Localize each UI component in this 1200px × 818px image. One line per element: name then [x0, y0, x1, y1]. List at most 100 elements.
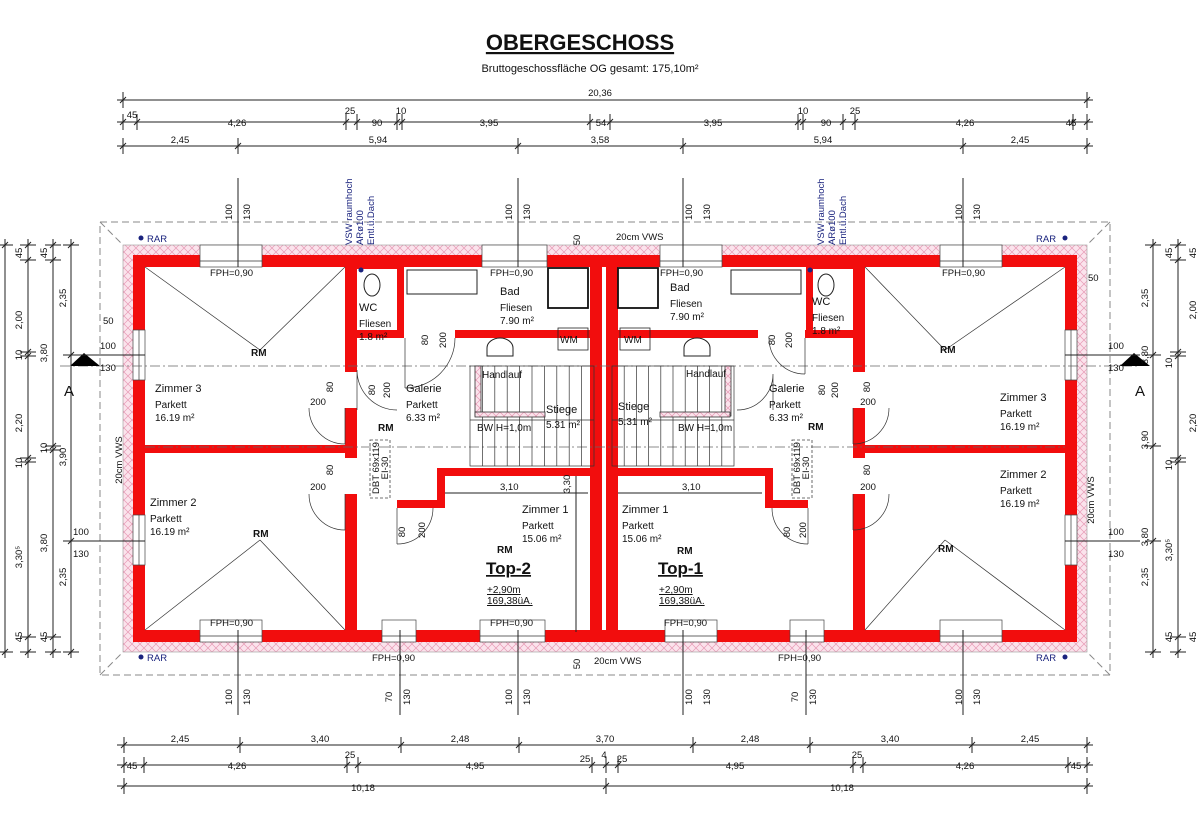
- dim-tick: [354, 761, 362, 769]
- dim-tick: [1149, 537, 1157, 545]
- room-area: 7.90 m²: [500, 316, 535, 327]
- fph-label: FPH=0,90: [490, 618, 533, 629]
- door-label: 200: [310, 397, 326, 408]
- dim-label: 25: [345, 106, 356, 117]
- room-area: 5.31 m²: [618, 417, 653, 428]
- opening-label: 50: [572, 659, 583, 670]
- dim-tick: [133, 118, 141, 126]
- railing-label: BW H=1,0m: [678, 423, 732, 434]
- dim-label: 2,45: [1021, 734, 1040, 745]
- rain-outlet-icon: [1062, 654, 1068, 660]
- dim-label: 90: [821, 118, 832, 129]
- dim-tick: [49, 446, 57, 454]
- dim-label: 2,35: [1140, 568, 1151, 587]
- opening-label: 100: [1108, 527, 1124, 538]
- dim-label: 45: [1071, 761, 1082, 772]
- rar-label: RAR: [147, 653, 167, 664]
- dim-label: 10: [39, 443, 50, 454]
- dim-tick: [67, 537, 75, 545]
- door-label: 200: [798, 522, 809, 538]
- rm-label: RM: [940, 345, 956, 356]
- opening-label: 100: [224, 204, 235, 220]
- opening-label: 100: [100, 341, 116, 352]
- section-label-a: A: [64, 383, 74, 400]
- vws-label: 20cm VWS: [594, 656, 642, 667]
- fire-door-label: EI-30: [801, 457, 812, 480]
- dim-tick: [851, 118, 859, 126]
- dim-label: 25: [345, 750, 356, 761]
- toilet: [363, 273, 381, 297]
- fph-label: FPH=0,90: [210, 618, 253, 629]
- handrail: [659, 411, 731, 418]
- toilet: [817, 273, 835, 297]
- roof-slope-line: [144, 266, 261, 351]
- interior-wall: [455, 330, 592, 338]
- opening-label: 130: [702, 689, 713, 705]
- dim-tick: [1083, 96, 1091, 104]
- rm-label: RM: [253, 529, 269, 540]
- handrail: [474, 365, 482, 417]
- dim-label: 2,35: [58, 289, 69, 308]
- dim-tick: [1174, 633, 1182, 641]
- rain-outlet-icon: [1062, 235, 1068, 241]
- room-name: Zimmer 1: [622, 504, 668, 516]
- room-name: Zimmer 3: [1000, 392, 1046, 404]
- room-floor: Parkett: [622, 521, 654, 532]
- interior-wall: [806, 265, 853, 269]
- window: [664, 619, 718, 643]
- opening-label: 130: [972, 204, 983, 220]
- room-floor: Parkett: [155, 400, 187, 411]
- opening-label: 130: [522, 689, 533, 705]
- dim-tick: [1174, 348, 1182, 356]
- roof-slope-line: [944, 266, 1066, 351]
- dim-tick: [397, 741, 405, 749]
- door-label: 80: [325, 382, 336, 393]
- dim-tick: [859, 761, 867, 769]
- dim-tick: [602, 761, 610, 769]
- opening-label: 100: [504, 204, 515, 220]
- dim-tick: [1083, 741, 1091, 749]
- door-swing: [308, 493, 346, 531]
- dim-tick: [799, 118, 807, 126]
- dim-tick: [236, 741, 244, 749]
- dim-label: 3,80: [1140, 528, 1151, 547]
- shower: [617, 267, 659, 309]
- opening-label: 100: [954, 204, 965, 220]
- dim-label: 4,26: [228, 118, 247, 129]
- window: [381, 619, 417, 643]
- dim-tick: [24, 348, 32, 356]
- door-label: 200: [438, 332, 449, 348]
- room-name: Zimmer 1: [522, 504, 568, 516]
- room-area: 16.19 m²: [150, 527, 190, 538]
- room-area: 6.33 m²: [406, 413, 441, 424]
- washing-machine: [557, 327, 589, 351]
- dim-tick: [119, 118, 127, 126]
- dim-tick: [586, 118, 594, 126]
- door-label: 200: [860, 482, 876, 493]
- wm-label: WM: [560, 335, 578, 346]
- dim-tick: [1064, 761, 1072, 769]
- interior-wall: [806, 267, 813, 330]
- dim-tick: [119, 142, 127, 150]
- washbasin: [486, 337, 514, 357]
- room-area: 7.90 m²: [670, 312, 705, 323]
- dim-tick: [1174, 648, 1182, 656]
- dim-label: 10,18: [830, 783, 854, 794]
- rm-label: RM: [251, 348, 267, 359]
- door-label: 80: [397, 527, 408, 538]
- dim-tick: [1149, 442, 1157, 450]
- opening-label: 100: [954, 689, 965, 705]
- bathtub: [406, 269, 478, 295]
- door-label: 200: [830, 382, 841, 398]
- fire-door-label: DBT 69x119: [371, 442, 382, 494]
- room-floor: Parkett: [150, 514, 182, 525]
- dim-tick: [1, 648, 9, 656]
- dim-tick: [959, 142, 967, 150]
- opening-label: 50: [103, 316, 114, 327]
- dim-tick: [393, 118, 401, 126]
- door-label: 80: [817, 385, 828, 396]
- building-structure: [60, 178, 1150, 715]
- opening-label: 130: [100, 363, 116, 374]
- dim-tick: [119, 96, 127, 104]
- room-name: Galerie: [769, 383, 804, 395]
